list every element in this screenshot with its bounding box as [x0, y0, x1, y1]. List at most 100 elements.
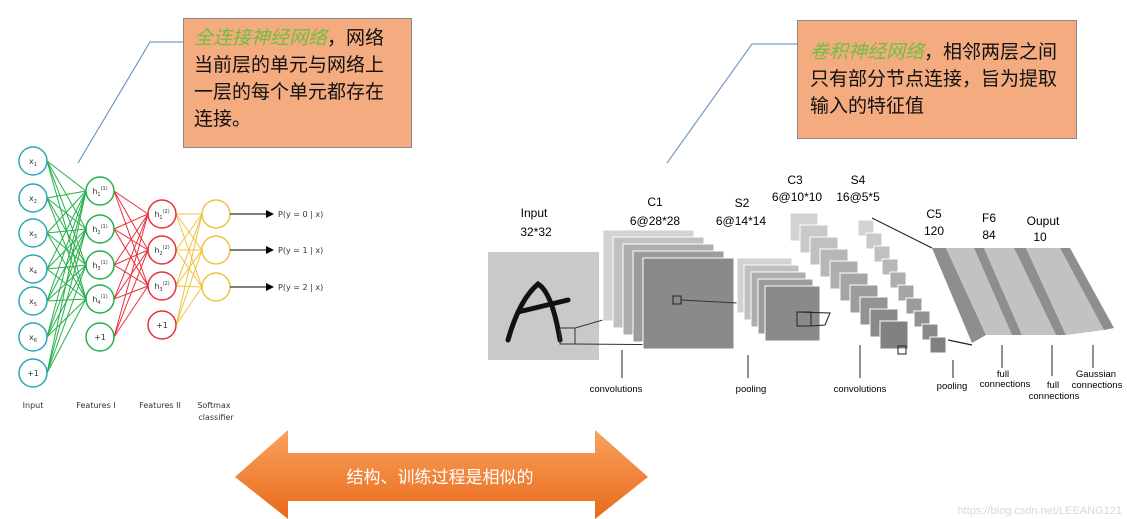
double-arrow: [235, 430, 648, 519]
cnn-s4-label: S4: [851, 173, 866, 187]
fc-node-label: x5: [29, 297, 37, 308]
fc-edge: [46, 160, 87, 192]
fc-node-input: [18, 218, 48, 248]
fc-node-label: h2(1): [92, 224, 107, 236]
callout-cnn: 卷积神经网络，相邻两层之间只有部分节点连接，旨为提取输入的特征值: [797, 20, 1077, 139]
cnn-op-gauss-b: connections: [1072, 380, 1123, 391]
callout-fc-pointer: [77, 41, 183, 164]
fc-edge: [46, 190, 87, 199]
fc-node-input: [18, 286, 48, 316]
fc-node-label: +1: [94, 333, 106, 342]
fc-output-label: P(y = 1 | x): [278, 246, 323, 255]
cnn-op-full1a: full: [997, 369, 1009, 380]
cnn-gauss-end: [1060, 248, 1114, 330]
fc-edge: [46, 190, 87, 270]
cnn-f6-size: 84: [982, 228, 996, 242]
fc-edge: [175, 213, 203, 326]
cnn-gauss-band: [1026, 248, 1104, 335]
callout-cnn-pointer: [666, 43, 797, 164]
fc-output-label: P(y = 0 | x): [278, 210, 323, 219]
cnn-s2-label: S2: [735, 196, 750, 210]
fc-edge: [113, 285, 149, 338]
cnn-op-conv1: convolutions: [590, 384, 643, 395]
label-classifier: classifier: [198, 413, 234, 422]
label-features-1: Features I: [76, 401, 115, 410]
cnn-f6-label: F6: [982, 211, 996, 225]
cnn-op-pool1: pooling: [736, 384, 767, 395]
fc-node-softmax: [201, 235, 231, 265]
fc-node-input: [18, 146, 48, 176]
cnn-letter-a-bar: [515, 297, 571, 315]
cnn-c5-line-bottom: [947, 339, 973, 346]
cnn-c5-size: 120: [924, 224, 944, 238]
fc-node-label: h2(2): [154, 245, 169, 257]
fc-edge: [113, 249, 149, 338]
fc-edge: [46, 228, 87, 270]
fc-edge: [175, 249, 203, 326]
callout-fc-highlight: 全连接神经网络: [194, 27, 328, 49]
fc-edge: [113, 213, 149, 230]
fc-node-softmax: [201, 272, 231, 302]
fc-edge: [46, 190, 87, 338]
fc-edge: [175, 213, 203, 251]
fc-node-label: h1(2): [154, 209, 169, 221]
fc-edge: [175, 286, 203, 326]
fc-edges: [46, 160, 203, 374]
cnn-op-pool2: pooling: [937, 381, 968, 392]
cnn-s4-map: [929, 336, 947, 354]
callout-fully-connected: 全连接神经网络，网络当前层的单元与网络上一层的每个单元都存在连接。: [183, 18, 412, 148]
fc-edge: [113, 190, 149, 287]
cnn-c5-slab: [932, 248, 986, 343]
fc-edge: [46, 264, 87, 270]
fc-edge: [46, 228, 87, 374]
cnn-out-slab: [1014, 248, 1066, 335]
cnn-c3-map: [879, 320, 909, 350]
fc-node-label: h4(1): [92, 294, 107, 306]
fc-edge: [46, 190, 87, 302]
fc-node-f1: [85, 176, 115, 206]
cnn-c3-maps: [789, 212, 909, 350]
fc-node-label: x3: [29, 229, 37, 240]
fc-node-label: x2: [29, 194, 37, 205]
fc-node-f1: [85, 284, 115, 314]
fc-edge: [46, 190, 87, 374]
fc-nodes: x1x2x3x4x5x6+1h1(1)h2(1)h3(1)h4(1)+1h1(2…: [18, 146, 231, 388]
cnn-input-label: Input: [521, 206, 548, 220]
fc-node-label: h3(2): [154, 281, 169, 293]
fc-node-input: [18, 183, 48, 213]
cnn-conv2-projection: [796, 311, 831, 327]
fc-node-label: +1: [27, 369, 39, 378]
watermark: https://blog.csdn.net/LEEANG121: [958, 505, 1123, 517]
cnn-c1-size: 6@28*28: [630, 214, 681, 228]
fc-edge: [113, 213, 149, 338]
fc-edge: [175, 213, 203, 287]
fc-node-f1: [85, 250, 115, 280]
fc-node-label: +1: [156, 321, 168, 330]
fc-node-f2: [147, 235, 177, 265]
cnn-out-label: Ouput: [1027, 214, 1060, 228]
cnn-fc1-band: [946, 248, 1012, 335]
fc-edge: [113, 213, 149, 266]
fc-node-input: [18, 254, 48, 284]
fc-node-softmax: [201, 199, 231, 229]
cnn-c1-maps: [602, 229, 735, 350]
double-arrow-label: 结构、训练过程是相似的: [347, 468, 534, 488]
fc-output-label: P(y = 2 | x): [278, 283, 323, 292]
fc-node-label: x1: [29, 157, 37, 168]
fc-edge: [113, 190, 149, 251]
cnn-op-ticks: [621, 345, 1094, 378]
cnn-s4-size: 16@5*5: [836, 190, 880, 204]
fc-node-input: [18, 358, 48, 388]
label-features-2: Features II: [139, 401, 181, 410]
label-input-layer: Input: [23, 401, 44, 410]
cnn-c5-label: C5: [926, 207, 942, 221]
fc-node-f2: [147, 199, 177, 229]
fc-node-label: h3(1): [92, 260, 107, 272]
cnn-c5-line-top: [871, 217, 933, 249]
cnn-op-full2a: full: [1047, 380, 1059, 391]
fc-node-f1: [85, 322, 115, 352]
fc-edge: [113, 213, 149, 300]
fc-edge: [46, 264, 87, 374]
cnn-letter-a: [505, 280, 563, 343]
cnn-s2-maps: [736, 257, 821, 342]
